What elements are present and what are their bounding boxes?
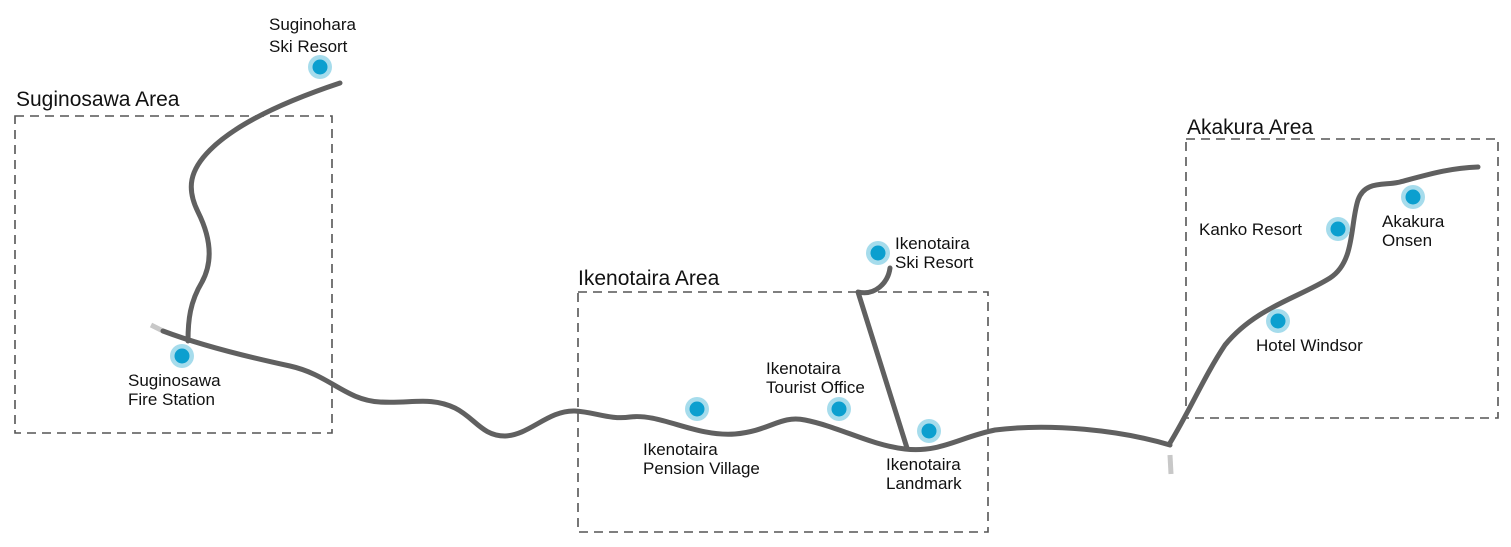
stop-ikenotaira-tourist-office[interactable] xyxy=(827,397,851,421)
label-ikenotaira-tourist-office: Ikenotaira Tourist Office xyxy=(766,359,865,397)
label-line: Akakura xyxy=(1382,212,1445,231)
ikenotaira-area-title: Ikenotaira Area xyxy=(578,267,720,290)
label-line: Suginohara xyxy=(269,15,357,34)
bus-stop-icon xyxy=(174,348,190,364)
main-road xyxy=(160,328,1173,453)
road-fade-east xyxy=(1167,454,1174,475)
bus-stop-icon xyxy=(831,401,847,417)
label-line: Hotel Windsor xyxy=(1256,336,1363,355)
suginosawa-area-title: Suginosawa Area xyxy=(16,88,180,111)
bus-stop-icon xyxy=(921,423,937,439)
label-line: Ikenotaira xyxy=(643,440,718,459)
ikenotaira-area-box xyxy=(577,291,989,533)
stop-hotel-windsor[interactable] xyxy=(1266,309,1290,333)
label-line: Ski Resort xyxy=(269,37,348,56)
label-line: Kanko Resort xyxy=(1199,220,1302,239)
stop-kanko-resort[interactable] xyxy=(1326,217,1350,241)
label-line: Ikenotaira xyxy=(895,234,970,253)
suginosawa-area-box xyxy=(14,115,333,434)
label-ikenotaira-pension-village: Ikenotaira Pension Village xyxy=(643,440,760,478)
label-ikenotaira-ski-resort: Ikenotaira Ski Resort xyxy=(895,234,974,272)
road-branch-ikenotaira-ski xyxy=(855,265,910,451)
label-line: Tourist Office xyxy=(766,378,865,397)
label-ikenotaira-landmark: Ikenotaira Landmark xyxy=(886,455,965,493)
stop-ikenotaira-landmark[interactable] xyxy=(917,419,941,443)
road-branch-akakura xyxy=(1167,164,1481,446)
label-line: Fire Station xyxy=(128,390,215,409)
label-hotel-windsor: Hotel Windsor xyxy=(1256,336,1363,355)
bus-stop-icon xyxy=(1270,313,1286,329)
label-suginosawa-fire-station: Suginosawa Fire Station xyxy=(128,371,225,409)
label-kanko-resort: Kanko Resort xyxy=(1199,220,1302,239)
label-line: Pension Village xyxy=(643,459,760,478)
road-branch-suginohara xyxy=(185,80,343,344)
bus-stop-icon xyxy=(312,59,328,75)
stop-suginosawa-fire-station[interactable] xyxy=(170,344,194,368)
stop-akakura-onsen[interactable] xyxy=(1401,185,1425,209)
label-line: Ikenotaira xyxy=(886,455,961,474)
stop-suginohara-ski-resort[interactable] xyxy=(308,55,332,79)
bus-stop-icon xyxy=(689,401,705,417)
label-line: Suginosawa xyxy=(128,371,221,390)
akakura-area-box xyxy=(1185,138,1499,419)
label-line: Landmark xyxy=(886,474,962,493)
akakura-area-title: Akakura Area xyxy=(1187,116,1313,139)
stop-ikenotaira-ski-resort[interactable] xyxy=(866,241,890,265)
label-suginohara-ski-resort: Suginohara Ski Resort xyxy=(269,15,361,56)
stop-ikenotaira-pension-village[interactable] xyxy=(685,397,709,421)
bus-stop-icon xyxy=(1405,189,1421,205)
label-line: Ski Resort xyxy=(895,253,974,272)
label-line: Ikenotaira xyxy=(766,359,841,378)
bus-stop-icon xyxy=(870,245,886,261)
bus-stop-icon xyxy=(1330,221,1346,237)
label-line: Onsen xyxy=(1382,231,1432,250)
label-akakura-onsen: Akakura Onsen xyxy=(1382,212,1449,250)
